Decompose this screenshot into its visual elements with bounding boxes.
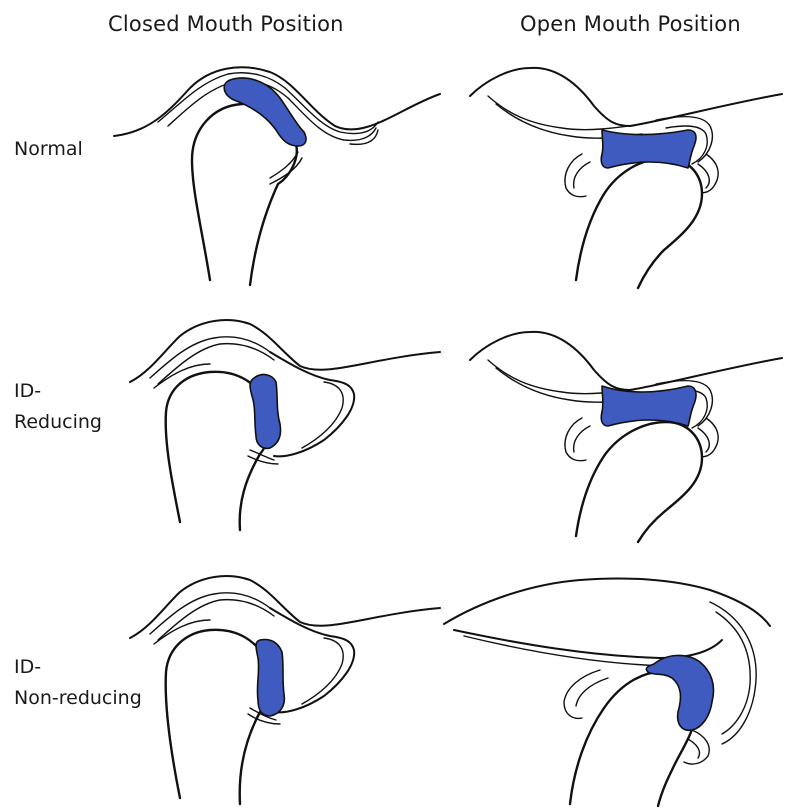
row-label-normal-line-1: Normal (14, 134, 83, 165)
column-heading-open-mouth: Open Mouth Position (520, 12, 741, 36)
row-label-id-reducing-line-2: Reducing (14, 407, 102, 438)
mandibular-condyle (576, 422, 702, 542)
mandibular-condyle (576, 158, 702, 288)
mandibular-condyle (166, 630, 271, 804)
articular-disc (256, 640, 284, 717)
mandibular-condyle (570, 672, 696, 806)
tmj-id-non-reducing-closed-illustration (110, 568, 450, 808)
temporal-bone-outline (444, 578, 770, 626)
tmj-id-reducing-closed-illustration (110, 312, 450, 542)
tmj-id-non-reducing-open-illustration (440, 572, 786, 808)
column-heading-closed-mouth: Closed Mouth Position (108, 12, 344, 36)
tmj-id-reducing-open-illustration (466, 314, 786, 544)
tmj-normal-open-illustration (466, 50, 786, 290)
temporal-bone-outline (470, 332, 782, 390)
articular-disc (601, 386, 696, 426)
row-label-id-reducing: ID- Reducing (14, 376, 102, 438)
articular-disc (601, 130, 696, 168)
row-label-id-reducing-line-1: ID- (14, 376, 102, 407)
temporal-bone-outline (470, 68, 782, 126)
tmj-normal-closed-illustration (110, 60, 450, 290)
row-label-normal: Normal (14, 134, 83, 165)
